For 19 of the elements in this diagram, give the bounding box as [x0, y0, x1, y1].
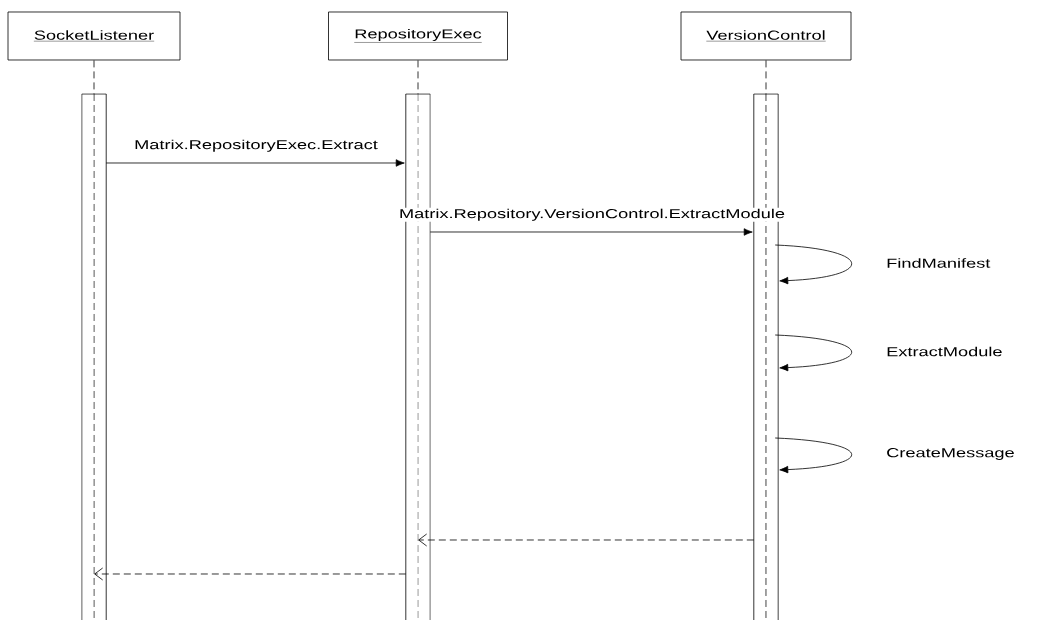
self-message-arrow: [774, 244, 853, 285]
return-arrow: [418, 533, 755, 547]
self-message-arrow: [774, 334, 853, 372]
lifeline: [93, 60, 95, 95]
participant-box: VersionControl: [680, 11, 852, 61]
lifeline: [765, 60, 767, 95]
lifeline: [417, 60, 419, 95]
message-label: ExtractModule: [887, 346, 1002, 357]
return-arrow: [94, 567, 407, 581]
participant-box: SocketListener: [7, 11, 181, 61]
activation-bar: [81, 93, 107, 620]
participant-box: RepositoryExec: [328, 11, 508, 61]
self-message-arrow: [774, 437, 853, 474]
message-label: CreateMessage: [887, 448, 1014, 460]
message-arrow: [429, 228, 753, 236]
message-label: Matrix.Repository.VersionControl.ExtractModule: [398, 207, 787, 222]
message-arrow: [105, 159, 405, 167]
message-label: FindManifest: [887, 258, 991, 268]
message-label: Matrix.RepositoryExec.Extract: [133, 138, 379, 153]
